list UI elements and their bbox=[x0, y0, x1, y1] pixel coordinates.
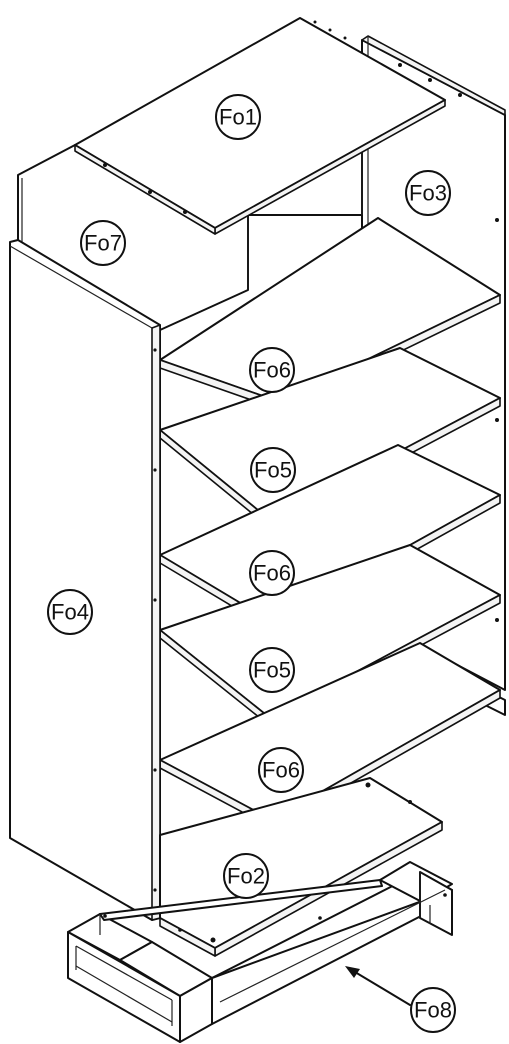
side-panel-fo4 bbox=[9, 239, 161, 921]
callout-fo3: Fo3 bbox=[405, 170, 451, 216]
fo8-leader-arrow bbox=[345, 966, 411, 1006]
callout-fo6-middle: Fo6 bbox=[249, 550, 295, 596]
callout-fo7: Fo7 bbox=[80, 220, 126, 266]
callout-fo2: Fo2 bbox=[223, 853, 269, 899]
label-fo3: Fo3 bbox=[409, 181, 447, 206]
callout-fo8: Fo8 bbox=[410, 987, 456, 1033]
label-fo6-top: Fo6 bbox=[253, 358, 291, 383]
label-fo1: Fo1 bbox=[219, 105, 257, 130]
callout-fo1: Fo1 bbox=[215, 94, 261, 140]
callout-fo5-upper: Fo5 bbox=[250, 447, 296, 493]
label-fo4: Fo4 bbox=[51, 600, 89, 625]
label-fo8: Fo8 bbox=[414, 998, 452, 1023]
callout-fo4: Fo4 bbox=[47, 589, 93, 635]
label-fo6-bottom: Fo6 bbox=[262, 758, 300, 783]
callout-fo6-top: Fo6 bbox=[249, 347, 295, 393]
label-fo5-lower: Fo5 bbox=[253, 658, 291, 683]
label-fo2: Fo2 bbox=[227, 864, 265, 889]
label-fo7: Fo7 bbox=[84, 231, 122, 256]
callout-fo5-lower: Fo5 bbox=[249, 647, 295, 693]
callout-fo6-bottom: Fo6 bbox=[258, 747, 304, 793]
label-fo5-upper: Fo5 bbox=[254, 458, 292, 483]
base-frame-fo8 bbox=[67, 861, 453, 1043]
bottom-panel-fo2 bbox=[159, 777, 443, 957]
label-fo6-middle: Fo6 bbox=[253, 561, 291, 586]
